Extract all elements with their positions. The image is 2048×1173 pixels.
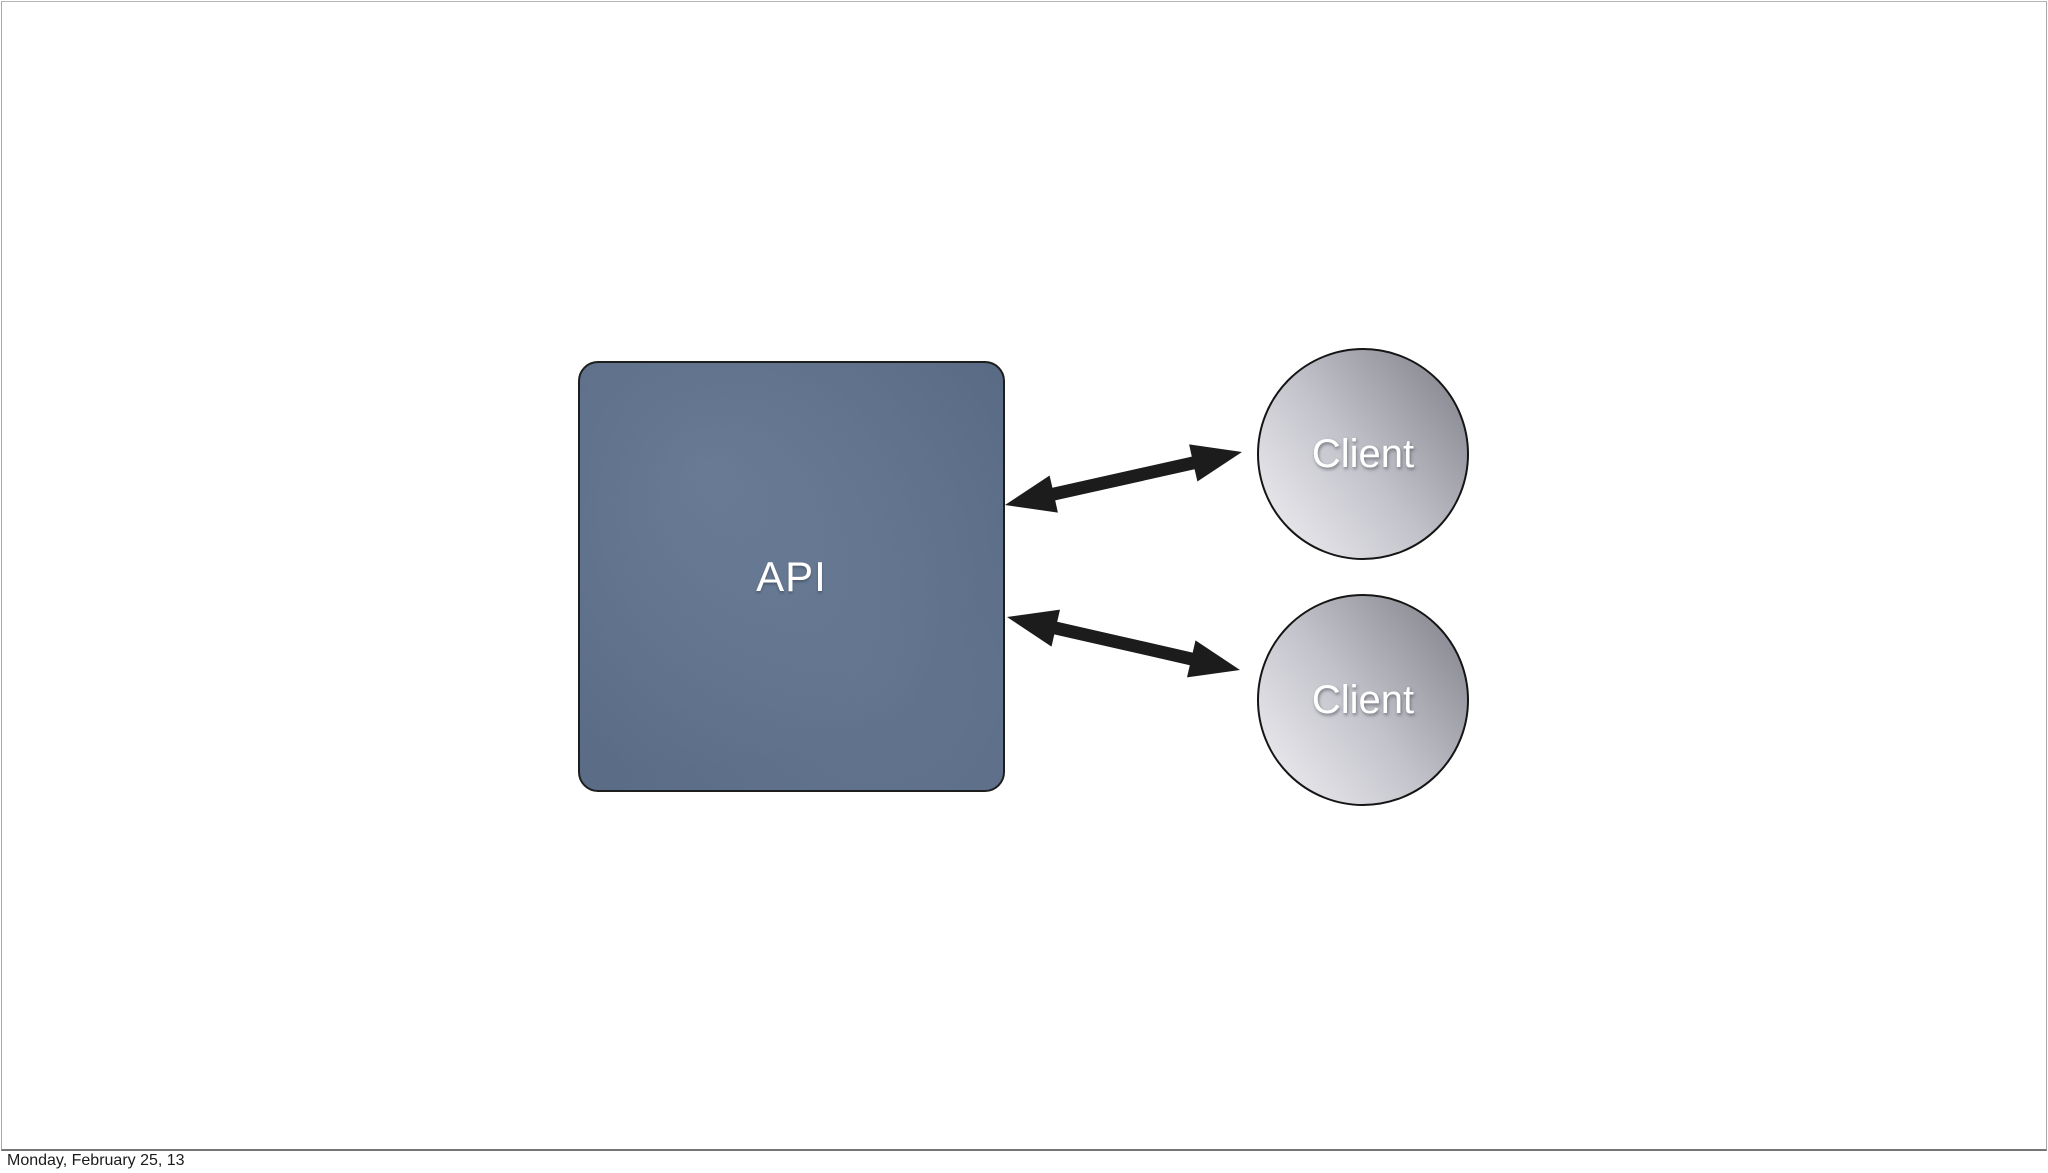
- api-client1-arrow: [1005, 444, 1242, 513]
- slide-canvas: API Client Client: [1, 1, 2047, 1151]
- api-node: API: [578, 361, 1005, 792]
- client-node-1-label: Client: [1311, 431, 1415, 476]
- slide-footer: Monday, February 25, 13: [0, 1151, 2048, 1173]
- connection-arrows: [1005, 444, 1242, 678]
- api-client2-arrow: [1007, 609, 1240, 678]
- client-node-1: Client: [1257, 348, 1469, 560]
- client-node-2: Client: [1257, 594, 1469, 806]
- date-stamp: Monday, February 25, 13: [7, 1152, 185, 1169]
- api-node-label: API: [756, 552, 827, 600]
- client-node-2-label: Client: [1311, 677, 1415, 722]
